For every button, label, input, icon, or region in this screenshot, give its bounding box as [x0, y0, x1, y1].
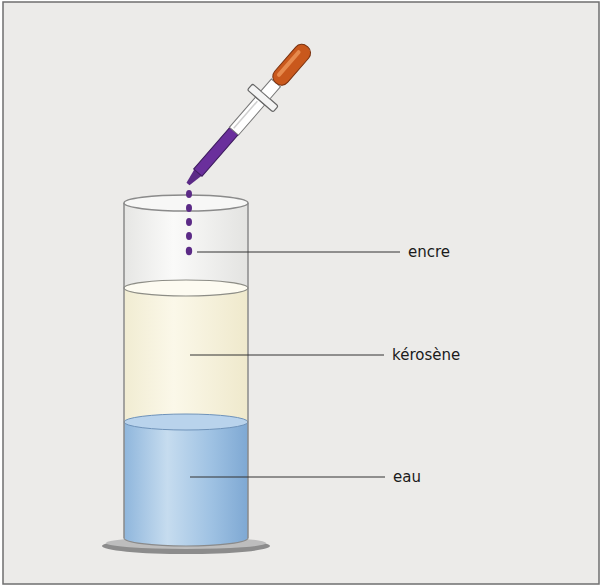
cylinder-wall	[247, 203, 249, 538]
cylinder-wall	[123, 203, 125, 538]
leader-line	[190, 355, 384, 356]
part-label: eau	[393, 468, 421, 486]
part-label: kérosène	[392, 346, 460, 364]
water-layer	[124, 422, 248, 546]
kerosene-layer	[124, 288, 248, 424]
leader-line	[190, 477, 385, 478]
part-label: encre	[408, 243, 450, 261]
water-surface	[124, 414, 248, 430]
glass-empty	[124, 203, 248, 290]
leader-line	[197, 252, 400, 253]
frame	[3, 2, 599, 584]
dropper	[175, 35, 320, 195]
ink-drops	[186, 190, 192, 255]
kerosene-surface	[124, 280, 248, 296]
cylinder-rim	[124, 195, 248, 211]
cylinder-bottom	[124, 538, 248, 546]
